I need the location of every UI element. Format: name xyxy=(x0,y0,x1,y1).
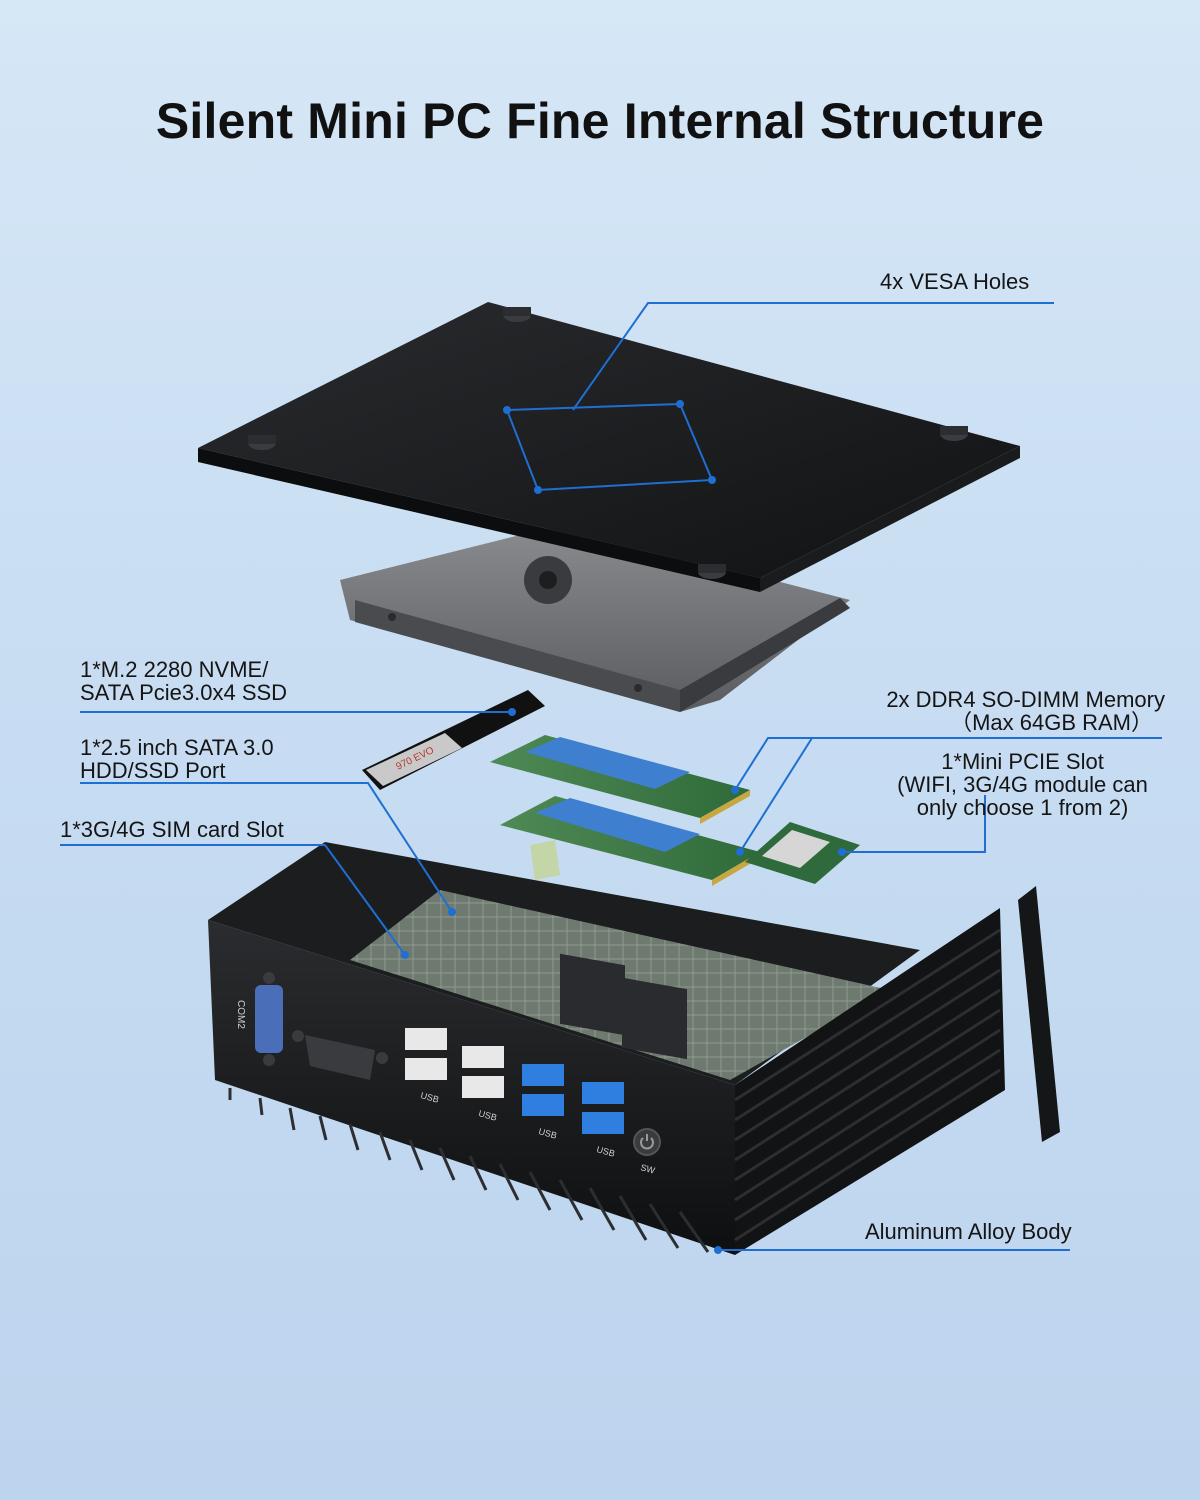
usb-label: USB xyxy=(419,1090,439,1104)
usb-label: USB xyxy=(477,1108,497,1122)
mini-pcie-card xyxy=(745,822,860,884)
wifi-antenna xyxy=(1018,886,1060,1142)
usb-label: USB xyxy=(595,1144,615,1158)
vesa-hole-dots xyxy=(503,400,716,494)
page-title: Silent Mini PC Fine Internal Structure xyxy=(155,93,1045,149)
com2-label: COM2 xyxy=(235,1000,246,1029)
rubber-foot xyxy=(940,426,968,441)
pcie-leader-line xyxy=(842,795,986,853)
usb3-port-pair xyxy=(582,1082,624,1134)
rubber-foot xyxy=(248,435,276,450)
leader-lines xyxy=(60,711,1162,1251)
leader-dots xyxy=(401,708,846,1254)
rubber-foot xyxy=(698,564,726,579)
memory-leader-line-2 xyxy=(739,737,813,853)
power-button xyxy=(633,1128,661,1156)
ssd-label-callout: 1*M.2 2280 NVME/ SATA Pcie3.0x4 SSD xyxy=(80,657,288,705)
hdd-port-label: 1*2.5 inch SATA 3.0 HDD/SSD Port xyxy=(80,735,274,783)
ram-stick xyxy=(490,735,750,824)
usb3-port-pair xyxy=(522,1064,564,1116)
mini-pcie-label: 1*Mini PCIE Slot (WIFI, 3G/4G module can… xyxy=(897,749,1148,820)
memory-leader-line-1 xyxy=(734,737,1162,791)
usb2-port-pair xyxy=(462,1046,504,1098)
m2-ssd: 970 EVO xyxy=(362,690,545,790)
com1-port xyxy=(292,1030,388,1080)
com2-port xyxy=(255,972,283,1066)
aluminum-body-label: Aluminum Alloy Body xyxy=(865,1219,1072,1244)
usb-label: USB xyxy=(537,1126,557,1140)
sim-slot-label: 1*3G/4G SIM card Slot xyxy=(60,817,284,842)
usb2-port-pair xyxy=(405,1028,447,1080)
hdd-leader-line xyxy=(80,782,453,913)
sw-label: SW xyxy=(639,1162,656,1176)
memory-label: 2x DDR4 SO-DIMM Memory （Max 64GB RAM） xyxy=(886,687,1165,735)
rubber-foot xyxy=(503,307,531,322)
vesa-holes-label: 4x VESA Holes xyxy=(880,269,1030,294)
sim-leader-line xyxy=(60,844,406,956)
top-cover-plate xyxy=(198,302,1020,592)
